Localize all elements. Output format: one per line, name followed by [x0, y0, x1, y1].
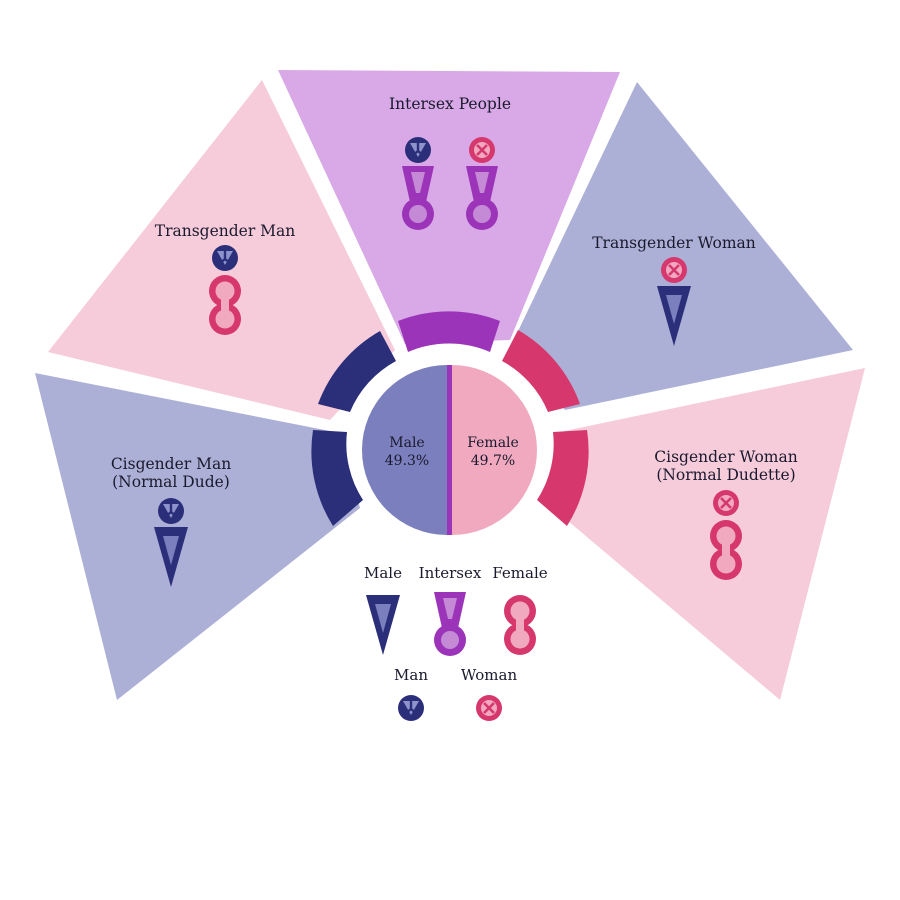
pie-male-label: Male — [389, 435, 424, 451]
segment-intersex-label: Intersex People — [389, 95, 511, 113]
segment-trans-woman-panel — [510, 82, 853, 410]
legend-intersex-label: Intersex — [419, 564, 482, 582]
legend: Male Intersex Female Man Woman — [364, 564, 548, 723]
man-symbol-icon — [156, 496, 186, 526]
woman-symbol-icon — [474, 693, 504, 723]
segment-cis-man-label-2: (Normal Dude) — [112, 473, 230, 491]
segment-cis-woman-label-1: Cisgender Woman — [654, 448, 797, 466]
segment-cis-man-panel — [35, 373, 360, 700]
male-body-icon — [366, 595, 400, 655]
pie-male-percent: 49.3% — [385, 453, 429, 469]
legend-woman-label: Woman — [461, 666, 518, 684]
woman-symbol-icon — [711, 488, 741, 518]
panels — [35, 70, 865, 700]
pie-slice-female — [452, 365, 537, 535]
man-symbol-icon — [396, 693, 426, 723]
ring-intersex — [398, 311, 500, 352]
ring-trans-man — [318, 331, 396, 412]
man-symbol-icon — [210, 243, 240, 273]
woman-symbol-icon — [659, 255, 689, 285]
segment-trans-woman-label: Transgender Woman — [592, 234, 756, 252]
legend-man-label: Man — [394, 666, 428, 684]
intersex-body-icon — [434, 592, 466, 656]
woman-symbol-icon — [467, 135, 497, 165]
inner-ring — [311, 311, 589, 526]
segment-trans-man-label: Transgender Man — [155, 222, 296, 240]
ring-cis-man — [311, 430, 363, 526]
female-body-icon — [504, 595, 536, 655]
legend-female-label: Female — [492, 564, 547, 582]
legend-male-label: Male — [364, 564, 402, 582]
ring-trans-woman — [502, 330, 580, 412]
pie-female-label: Female — [467, 435, 519, 451]
pie-slice-intersex — [447, 365, 452, 535]
center-pie: Male 49.3% Female 49.7% — [362, 365, 537, 535]
segment-intersex-panel — [278, 70, 620, 344]
man-symbol-icon — [403, 135, 433, 165]
segment-cis-woman-panel — [555, 368, 865, 700]
ring-cis-woman — [537, 430, 589, 526]
pie-slice-male — [362, 365, 447, 535]
pie-female-percent: 49.7% — [471, 453, 515, 469]
segment-cis-man-label-1: Cisgender Man — [111, 455, 231, 473]
segment-cis-woman-label-2: (Normal Dudette) — [656, 466, 795, 484]
